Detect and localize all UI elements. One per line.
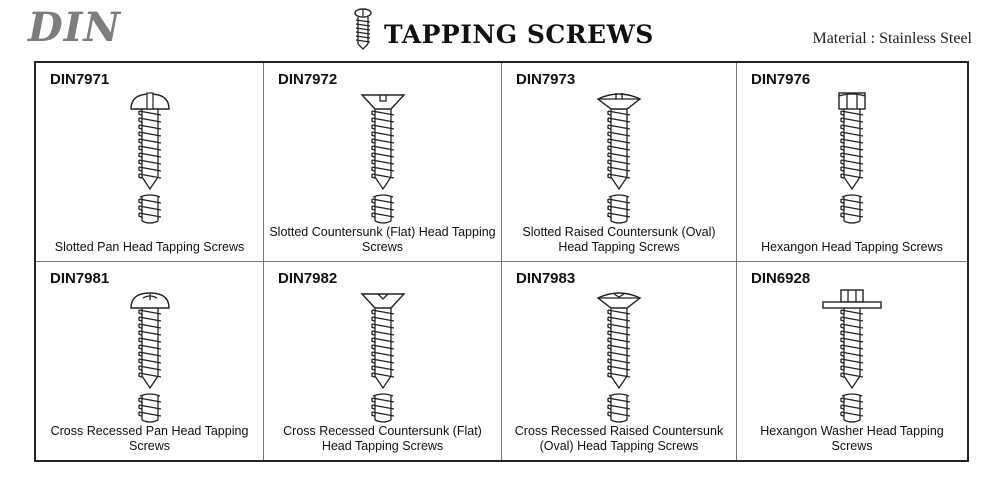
screw-cell-din7983: DIN7983 Cross Recessed Raised Countersun… <box>502 261 737 460</box>
screw-description: Cross Recessed Raised Countersunk (Oval)… <box>514 424 724 453</box>
page-header: TAPPING SCREWS <box>352 8 654 50</box>
flat-slotted-screw-icon <box>359 94 406 224</box>
screw-description: Slotted Raised Countersunk (Oval) Head T… <box>522 224 716 254</box>
flat-cross-screw-icon <box>359 292 406 423</box>
screw-description: Slotted Countersunk (Flat) Head Tapping … <box>269 224 496 254</box>
screw-description: Cross Recessed Pan Head Tapping Screws <box>50 424 249 453</box>
screw-cell-din7973: DIN7973 Slotted Raised Countersunk (Oval… <box>502 63 737 262</box>
standard-code: DIN6928 <box>751 269 811 287</box>
screw-description: Slotted Pan Head Tapping Screws <box>54 239 245 254</box>
hex-head-screw-icon <box>838 92 866 224</box>
screw-cell-din7982: DIN7982 Cross Recessed Countersunk (Flat… <box>264 261 502 460</box>
screw-description: Hexangon Washer Head Tapping Screws <box>760 424 944 453</box>
hex-washer-screw-icon <box>822 288 882 423</box>
standard-code: DIN7971 <box>50 71 110 88</box>
standard-code: DIN7976 <box>751 71 811 88</box>
oval-cross-screw-icon <box>596 291 642 423</box>
standard-code: DIN7983 <box>516 269 576 287</box>
standard-code: DIN7973 <box>516 71 576 88</box>
screw-cell-din7981: DIN7981 Cross Recessed Pan Head Tapping … <box>36 261 264 460</box>
standard-code: DIN7972 <box>278 71 338 88</box>
screw-icon <box>354 8 372 50</box>
page-title: TAPPING SCREWS <box>384 19 654 49</box>
standard-code: DIN7982 <box>278 269 338 287</box>
screw-cell-din7976: DIN7976 Hexangon Head Tapping Screws <box>737 63 967 262</box>
pan-cross-screw-icon <box>129 291 170 423</box>
standard-code: DIN7981 <box>50 269 110 287</box>
screw-cell-din7972: DIN7972 Slotted Countersunk (Flat) Head … <box>264 63 502 262</box>
material-label: Material : Stainless Steel <box>812 30 972 47</box>
screw-cell-din6928: DIN6928 Hexangon Washer Head Tapping Scr… <box>737 262 967 461</box>
oval-slotted-screw-icon <box>596 93 642 224</box>
screw-table: DIN7971 Slotted Pan Head Tapping Screws … <box>34 61 969 462</box>
screw-description: Cross Recessed Countersunk (Flat) Head T… <box>283 424 482 453</box>
screw-description: Hexangon Head Tapping Screws <box>761 239 943 254</box>
din-logo: DIN <box>28 4 121 51</box>
pan-slotted-screw-icon <box>129 92 170 224</box>
screw-cell-din7971: DIN7971 Slotted Pan Head Tapping Screws <box>36 63 264 262</box>
